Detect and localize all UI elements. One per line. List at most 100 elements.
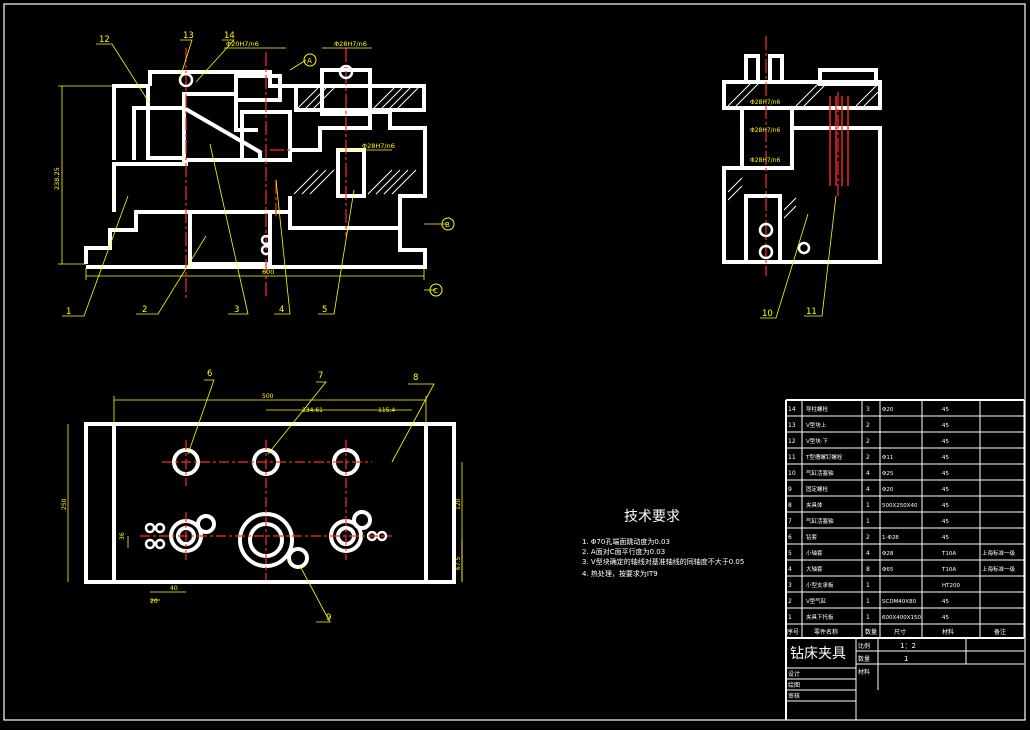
bom-cell-no: 9	[788, 486, 792, 493]
top-dim-67: 67.5	[455, 556, 462, 570]
v-block-lower	[146, 106, 186, 160]
bom-cell-material: 45	[942, 471, 949, 477]
tech-item-3: 3. V型块确定的轴线对基准轴线的同轴度不大于0.05	[582, 557, 744, 566]
side-dim-1: Φ28H7/n6	[750, 99, 781, 106]
top-dim-250: 250	[61, 498, 68, 510]
front-datums	[303, 53, 455, 297]
bom-cell-qty: 1	[866, 502, 870, 509]
bom-cell-material: 45	[942, 455, 949, 461]
lower-body	[112, 158, 290, 212]
side-body	[722, 126, 882, 264]
side-cylinder	[744, 194, 782, 264]
draw-label: 绘图	[788, 681, 800, 689]
bom-header-name: 零件名称	[814, 628, 838, 636]
bom-header-size: 尺寸	[894, 628, 906, 636]
side-dim-2: Φ28H7/n6	[750, 127, 781, 134]
balloon-5: 5	[322, 305, 327, 315]
bom-cell-name: 固定螺栓	[806, 485, 829, 493]
bom-cell-qty: 1	[866, 598, 870, 605]
tech-title: 技术要求	[624, 509, 680, 525]
bom-cell-name: 钻套	[806, 533, 818, 541]
bom-cell-qty: 2	[866, 454, 870, 461]
bom-cell-qty: 4	[866, 486, 870, 493]
bom-cell-name: 导柱螺栓	[806, 405, 829, 413]
balloon-1: 1	[66, 307, 71, 317]
balloon-2: 2	[142, 305, 147, 315]
bom-cell-size: Φ20	[882, 487, 894, 493]
right-body	[288, 110, 427, 228]
bom-header-material: 材料	[942, 628, 954, 636]
bom-cell-no: 4	[788, 566, 792, 573]
datum-c: C	[433, 287, 438, 295]
top-balloons: 6 7 8 9	[207, 369, 418, 623]
bom-cell-material: 45	[942, 503, 949, 509]
bom-cell-no: 3	[788, 582, 792, 589]
material-label: 材料	[858, 668, 870, 676]
bom-header-no: 序号	[787, 628, 799, 636]
side-spring	[829, 96, 849, 186]
bom-cell-name: 气缸活塞轴	[806, 517, 834, 525]
side-pin-left	[744, 54, 760, 84]
tech-item-4: 4. 热处理，按要求为IT9	[582, 569, 658, 578]
front-leaders	[62, 39, 355, 317]
design-label: 设计	[788, 670, 800, 678]
review-label: 审核	[788, 692, 800, 700]
datum-b: B	[445, 221, 450, 229]
balloon-8: 8	[413, 373, 418, 383]
bom-cell-name: V型块上	[806, 421, 827, 429]
bom-cell-no: 2	[788, 598, 792, 605]
balloon-13: 13	[183, 31, 194, 41]
bom-cell-qty: 8	[866, 566, 870, 573]
side-balloons: 10 11	[762, 307, 817, 319]
balloon-14: 14	[224, 31, 235, 41]
bom-cell-name: 大轴套	[806, 565, 823, 573]
bom-cell-no: 7	[788, 518, 792, 525]
bom-cell-no: 5	[788, 550, 792, 557]
bom-cell-remark: 上海标准一级	[982, 549, 1016, 557]
bom-header-remark: 备注	[994, 628, 1006, 636]
balloon-9: 9	[326, 613, 331, 623]
tech-item-2: 2. A面对C面平行度为0.03	[582, 547, 665, 556]
balloon-6: 6	[207, 369, 212, 379]
balloon-3: 3	[234, 305, 239, 315]
top-dim-40: 40	[170, 585, 178, 592]
top-dim-20: 20	[150, 598, 158, 605]
balloon-10: 10	[762, 309, 773, 319]
bom-cell-no: 10	[788, 470, 796, 477]
bom-cell-material: 45	[942, 487, 949, 493]
bom-cell-material: HT200	[942, 583, 960, 589]
tech-item-1: 1. Φ70孔端面跳动度为0.03	[582, 537, 670, 546]
bom-cell-material: 45	[942, 407, 949, 413]
dim-fit-1: Φ20H7/n6	[226, 40, 259, 48]
bom-cell-size: SCDM40X80	[882, 599, 917, 605]
bom-cell-qty: 4	[866, 470, 870, 477]
dim-width: 600	[262, 268, 274, 276]
bom-cell-size: Φ65	[882, 567, 894, 573]
bom-cell-size: Φ28	[882, 551, 894, 557]
clamp-arm	[294, 84, 426, 112]
side-top-arm	[722, 80, 882, 110]
top-dim-500: 500	[262, 393, 274, 400]
dim-height: 238.25	[53, 167, 61, 190]
side-pin-right	[768, 54, 784, 84]
bom-cell-size: Φ20	[882, 407, 894, 413]
bom-cell-material: 45	[942, 615, 949, 621]
bom-cell-material: 45	[942, 423, 949, 429]
top-centerlines	[140, 440, 392, 580]
side-hatching	[727, 83, 879, 219]
top-dim-36: 36	[119, 532, 126, 540]
top-outer	[84, 422, 456, 584]
sheet-border	[3, 3, 1026, 721]
side-knob	[818, 68, 878, 86]
qty-value: 1	[904, 655, 908, 663]
bom-cell-qty: 1	[866, 582, 870, 589]
top-view	[84, 422, 456, 584]
top-dim-text: 500 134.61 115.4 250 120 67.5 36 40 20	[61, 393, 462, 605]
dim-fit-2: Φ28H7/n6	[334, 40, 367, 48]
side-holes	[758, 222, 811, 260]
bom-cell-no: 1	[788, 614, 792, 621]
bom-cell-qty: 4	[866, 550, 870, 557]
bom-cell-no: 8	[788, 502, 792, 509]
